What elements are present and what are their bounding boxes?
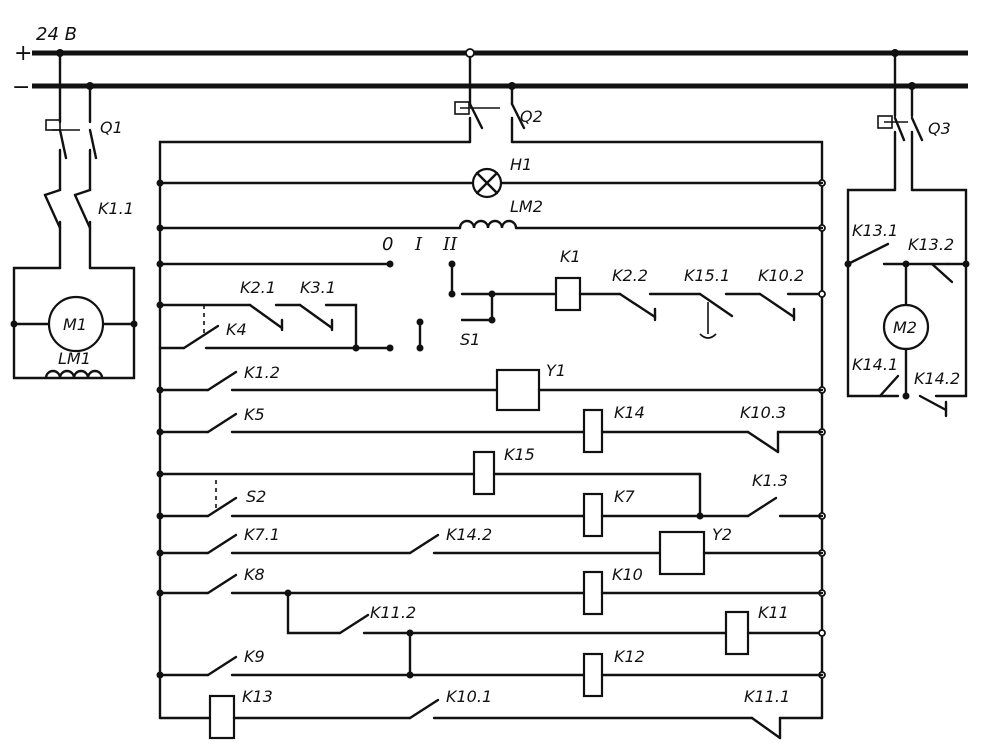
row-k1-2-y1: K1.2 Y1 — [156, 361, 826, 412]
k14-label: K14 — [614, 403, 645, 422]
k15-1-label: K15.1 — [684, 266, 730, 285]
k2-2-label: K2.2 — [612, 266, 648, 285]
h1-label: H1 — [510, 155, 532, 174]
k11-2-label: K11.2 — [370, 603, 416, 622]
plus-label: + — [14, 41, 32, 66]
y1-label: Y1 — [546, 361, 566, 380]
row-k11-2-k11: K11.2 K11 — [286, 591, 826, 656]
k14-1-label: K14.1 — [852, 355, 898, 374]
k14-coil — [582, 408, 604, 454]
k5-label: K5 — [244, 405, 265, 424]
q3-label: Q3 — [928, 119, 951, 138]
s1-label: S1 — [460, 330, 480, 349]
k15-label: K15 — [504, 445, 535, 464]
k13-2-label: K13.2 — [908, 235, 954, 254]
k15-1-time-delay — [699, 333, 717, 339]
minus-label: − — [12, 75, 30, 100]
m1-motor-circle — [47, 295, 105, 353]
row-winding-lm2: LM2 — [156, 197, 826, 232]
s2-label: S2 — [246, 487, 266, 506]
k14-2-label: K14.2 — [446, 525, 492, 544]
k10-1-label: K10.1 — [446, 687, 492, 706]
row-s2-k7: S2 K7 K1.3 — [156, 471, 826, 538]
k1-2-label: K1.2 — [244, 363, 280, 382]
k10-3-label: K10.3 — [740, 403, 786, 422]
row-k13-bottom: K13 K10.1 K11.1 — [158, 687, 824, 740]
q1-label: Q1 — [100, 118, 123, 137]
k7-1-label: K7.1 — [244, 525, 280, 544]
q1-breaker-body — [45, 119, 61, 131]
lm2-winding — [458, 219, 518, 230]
k4-label: K4 — [226, 320, 247, 339]
k10-2-label: K10.2 — [758, 266, 804, 285]
k1-1-label: K1.1 — [98, 199, 134, 218]
k13-coil — [208, 694, 236, 740]
k12-coil — [582, 652, 604, 698]
row-k2-k3-k4: K2.1 K3.1 K4 — [156, 278, 394, 352]
k1-coil-label: K1 — [560, 247, 581, 266]
row-k7-1-y2: K7.1 K14.2 Y2 — [156, 525, 826, 576]
k1-coil — [554, 276, 582, 312]
k10-label: K10 — [612, 565, 643, 584]
selector-pos-0: 0 — [382, 234, 393, 255]
row-k15: K15 — [156, 445, 704, 520]
selector-pos-1: I — [414, 234, 423, 255]
control-rails — [158, 140, 824, 720]
k14-2b-label: K14.2 — [914, 369, 960, 388]
y1-coil — [495, 368, 541, 412]
k8-label: K8 — [244, 565, 265, 584]
m2-label: M2 — [893, 318, 917, 337]
q3-motor-branch: Q3 K13.1 K13.2 M2 K14.1 K14.2 — [844, 51, 970, 418]
k13-1-label: K13.1 — [852, 221, 898, 240]
row-k9-k12: K9 K12 — [156, 631, 826, 698]
supply-buses: + − 24 B — [12, 24, 968, 100]
k9-label: K9 — [244, 647, 265, 666]
q2-breaker: Q2 — [454, 55, 543, 144]
lm2-label: LM2 — [510, 197, 543, 216]
k12-label: K12 — [614, 647, 645, 666]
row-selector-k1: 0 I II S1 K1 K2.2 K15.1 K10.2 — [156, 234, 826, 352]
row-lamp-h1: H1 — [156, 155, 826, 199]
k2-1-label: K2.1 — [240, 278, 276, 297]
q2-label: Q2 — [520, 107, 543, 126]
k11-label: K11 — [758, 603, 789, 622]
voltage-label: 24 B — [36, 24, 77, 45]
k7-coil — [582, 492, 604, 538]
k11-coil — [724, 610, 750, 656]
row-k8-k10: K8 K10 — [156, 565, 826, 616]
y2-label: Y2 — [712, 525, 732, 544]
k13-label: K13 — [242, 687, 273, 706]
k15-coil — [472, 450, 496, 496]
k3-1-label: K3.1 — [300, 278, 336, 297]
selector-pos-2: II — [442, 234, 458, 255]
k11-1-label: K11.1 — [744, 687, 790, 706]
lm1-label: LM1 — [58, 349, 91, 368]
y2-coil — [658, 530, 706, 576]
k7-label: K7 — [614, 487, 635, 506]
k10-coil — [582, 570, 604, 616]
lm1-winding — [44, 369, 104, 380]
row-k5-k14: K5 K14 K10.3 — [156, 403, 826, 454]
q1-motor-branch: Q1 K1.1 M1 LM1 — [10, 51, 138, 380]
k1-3-label: K1.3 — [752, 471, 788, 490]
m1-label: M1 — [63, 315, 87, 334]
